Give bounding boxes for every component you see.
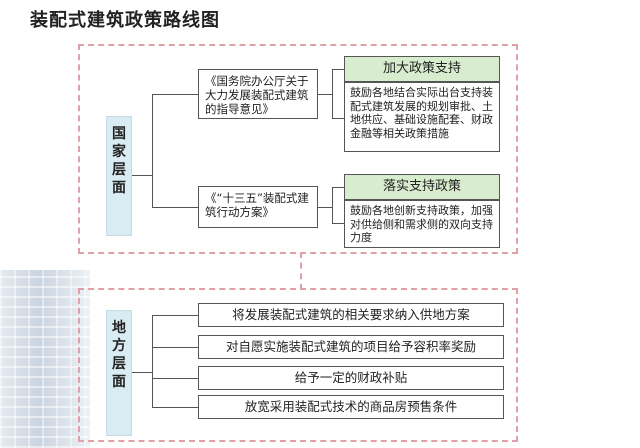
connector-line <box>152 94 153 207</box>
connector-line <box>152 207 198 208</box>
connector-line <box>152 378 198 379</box>
local-policy-item: 给予一定的财政补贴 <box>198 366 504 390</box>
connector-line <box>332 187 333 224</box>
policy-description: 鼓励各地结合实际出台支持装配式建筑发展的规划审批、土地供应、基础设施配套、财政金… <box>344 82 500 152</box>
background-building-image <box>0 270 90 448</box>
policy-heading: 落实支持政策 <box>344 174 500 200</box>
connector-line <box>332 69 333 119</box>
connector-line <box>152 315 198 316</box>
connector-line <box>152 347 198 348</box>
local-policy-item: 放宽采用装配式技术的商品房预售条件 <box>198 395 504 419</box>
national-level-panel <box>78 44 518 254</box>
policy-description: 鼓励各地创新支持政策，加强对供给侧和需求侧的双向支持力度 <box>344 200 500 248</box>
connector-line <box>332 187 344 188</box>
connector-line <box>332 69 344 70</box>
page-title: 装配式建筑政策路线图 <box>30 10 220 31</box>
policy-heading: 加大政策支持 <box>344 56 500 82</box>
local-policy-item: 将发展装配式建筑的相关要求纳入供地方案 <box>198 303 504 327</box>
connector-line <box>152 315 153 407</box>
connector-line <box>332 118 344 119</box>
connector-line <box>132 175 152 176</box>
connector-line <box>152 407 198 408</box>
national-document-box: 《国务院办公厅关于大力发展装配式建筑的指导意见》 <box>198 69 318 119</box>
local-level-panel <box>78 288 518 442</box>
connector-line <box>152 94 198 95</box>
national-level-label: 国家层面 <box>106 116 132 236</box>
connector-line <box>132 372 152 373</box>
local-level-label: 地方层面 <box>106 310 132 436</box>
connector-line <box>318 207 332 208</box>
local-policy-item: 对自愿实施装配式建筑的项目给予容积率奖励 <box>198 335 504 359</box>
national-document-box: 《“十三五”装配式建筑行动方案》 <box>198 186 318 228</box>
connector-line <box>318 94 332 95</box>
panel-connector <box>300 252 302 290</box>
connector-line <box>332 223 344 224</box>
